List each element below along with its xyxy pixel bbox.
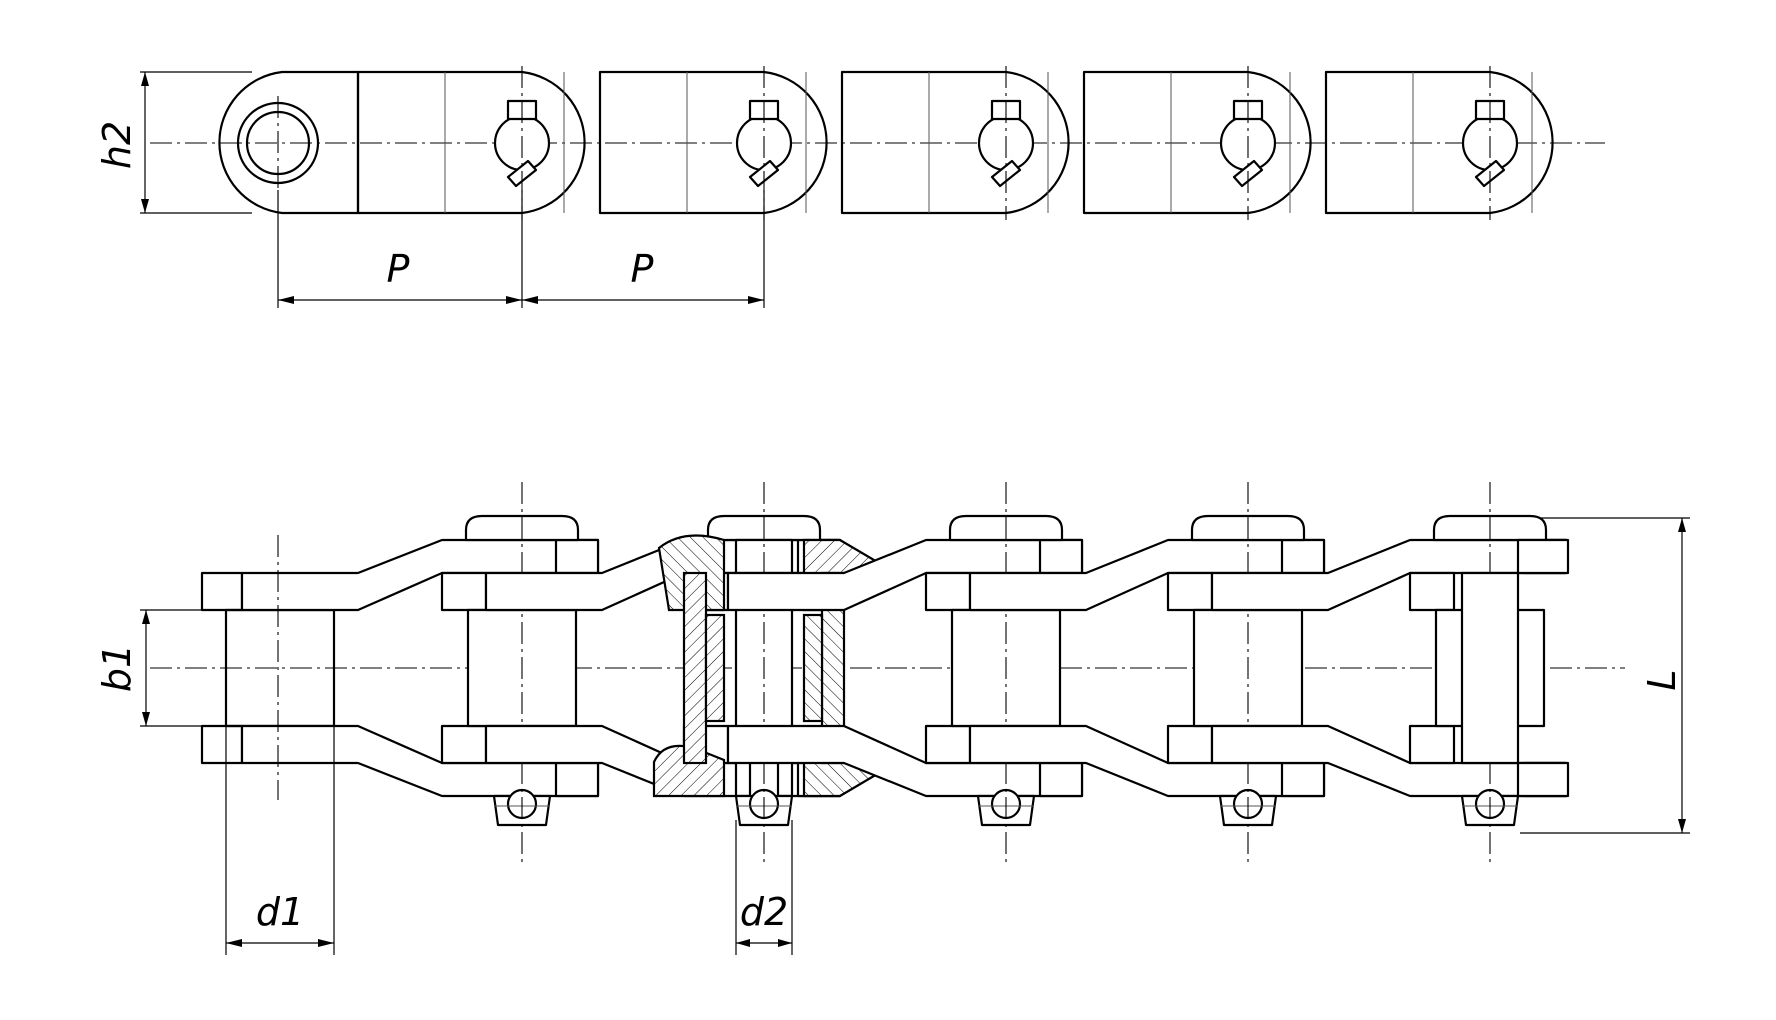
outer-plate-tab-bottom xyxy=(1280,761,1326,798)
end-plate-bottom xyxy=(1516,761,1570,798)
outer-plate-tab-top xyxy=(1280,538,1326,575)
chain-segments xyxy=(356,66,1554,220)
inner-plate-top xyxy=(1166,571,1214,612)
link-plate xyxy=(1324,70,1554,215)
outer-plate-tab-bottom xyxy=(554,761,600,798)
outer-plate-tab-top xyxy=(1038,538,1084,575)
d1-label: d1 xyxy=(256,890,304,934)
L-label: L xyxy=(1640,669,1684,690)
h2-label: h2 xyxy=(95,121,139,169)
inner-plate-top xyxy=(1408,571,1456,612)
segment-4 xyxy=(1082,66,1312,220)
d1-dimension: d1 xyxy=(225,726,335,955)
chain-link-1 xyxy=(240,482,600,862)
outer-plate-tab-top xyxy=(554,538,600,575)
chain-top-view xyxy=(150,482,1625,862)
link-plate xyxy=(598,70,828,215)
h2-dimension: h2 xyxy=(95,71,252,214)
section-roller-right xyxy=(802,613,824,723)
chain-side-view xyxy=(150,66,1605,220)
end-plate-top xyxy=(1516,538,1570,575)
pitch-dimension: P P xyxy=(277,190,765,308)
end-pin xyxy=(1460,571,1520,765)
section-roller-left xyxy=(704,613,726,723)
segment-1 xyxy=(356,66,586,220)
b1-dimension: b1 xyxy=(95,609,226,727)
segment-2 xyxy=(598,66,828,220)
end-outer-plate-top xyxy=(200,571,244,612)
outer-plate-tab-bottom xyxy=(1038,761,1084,798)
d2-label: d2 xyxy=(740,890,788,934)
link-plate xyxy=(840,70,1070,215)
end-outer-plate-bottom xyxy=(200,724,244,765)
link-plate xyxy=(356,70,586,215)
chain-end xyxy=(1460,538,1570,798)
inner-plate-bottom xyxy=(1408,724,1456,765)
section-bushing-left xyxy=(682,571,708,765)
L-dimension: L xyxy=(1520,517,1690,834)
inner-plate-top xyxy=(440,571,488,612)
pitch-label-1: P xyxy=(387,247,410,291)
link-plate xyxy=(1082,70,1312,215)
inner-plate-bottom xyxy=(1166,724,1214,765)
chain-link-3 xyxy=(726,482,1084,862)
inner-plate-bottom xyxy=(924,724,972,765)
pitch-label-2: P xyxy=(631,247,654,291)
inner-plate-top xyxy=(924,571,972,612)
b1-label: b1 xyxy=(95,644,139,692)
d2-dimension: d2 xyxy=(735,820,793,955)
segment-3 xyxy=(840,66,1070,220)
chain-links xyxy=(240,482,1570,862)
end-plate xyxy=(218,70,360,215)
segment-5 xyxy=(1324,66,1554,220)
inner-plate-bottom xyxy=(440,724,488,765)
